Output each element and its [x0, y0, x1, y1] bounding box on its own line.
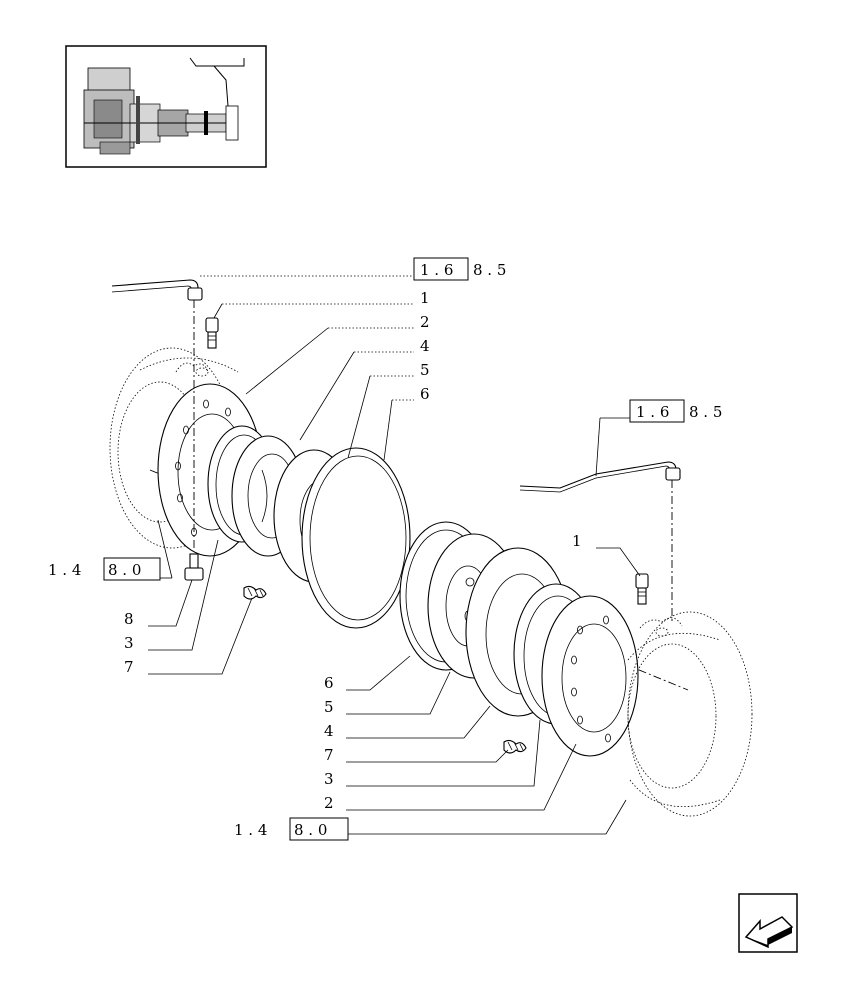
ref-bottom-head-text: 1 . 4: [234, 821, 267, 839]
right-flange-2: [541, 595, 639, 757]
ref-top-boxed-text: 1 . 6: [420, 261, 453, 279]
label-1-top: 1: [420, 289, 430, 307]
label-2-top: 2: [420, 313, 430, 331]
label-8-left: 8: [124, 610, 134, 628]
ref-bottom-boxed-text: 8 . 0: [294, 821, 327, 839]
right-hub-housing: [627, 611, 753, 817]
left-spring-7: [243, 585, 267, 600]
label-5-top: 5: [420, 361, 430, 379]
label-7-bottom: 7: [324, 746, 334, 764]
label-4-top: 4: [420, 337, 430, 355]
label-1-right: 1: [572, 532, 582, 550]
label-7-left: 7: [124, 658, 134, 676]
ref-left-1480[interactable]: 1 . 4 8 . 0: [48, 557, 161, 581]
left-pipe: [111, 279, 203, 548]
label-3-left: 3: [124, 634, 134, 652]
back-arrow-icon[interactable]: [738, 893, 798, 953]
right-fitting-1: [635, 573, 649, 605]
item-labels: 1 2 4 5 6 8 3 7 1 6 5 4 7 3 2: [124, 289, 582, 812]
label-6-top: 6: [420, 385, 430, 403]
ref-bottom-1480[interactable]: 1 . 4 8 . 0: [234, 817, 349, 841]
right-pipe: [519, 461, 681, 624]
left-plug-8: [184, 553, 204, 581]
left-fitting-1: [205, 317, 219, 349]
label-6-bottom: 6: [324, 674, 334, 692]
ref-top-tail-text: 8 . 5: [473, 261, 506, 279]
ref-left-head-text: 1 . 4: [48, 561, 81, 579]
thumbnail-frame[interactable]: [65, 45, 267, 168]
ref-top-1685[interactable]: 1 . 6 8 . 5: [413, 257, 506, 281]
left-seal-6: [301, 447, 411, 629]
ref-right-boxed-text: 1 . 6: [636, 403, 669, 421]
ref-right-1685[interactable]: 1 . 6 8 . 5: [629, 399, 722, 423]
ref-right-tail-text: 8 . 5: [689, 403, 722, 421]
label-5-bottom: 5: [324, 698, 334, 716]
label-3-bottom: 3: [324, 770, 334, 788]
tractor-transmission-thumbnail: [83, 57, 245, 155]
ref-left-boxed-text: 8 . 0: [108, 561, 141, 579]
right-spring-7: [503, 739, 527, 754]
leader-lines: [148, 275, 641, 835]
label-4-bottom: 4: [324, 722, 334, 740]
label-2-bottom: 2: [324, 794, 334, 812]
